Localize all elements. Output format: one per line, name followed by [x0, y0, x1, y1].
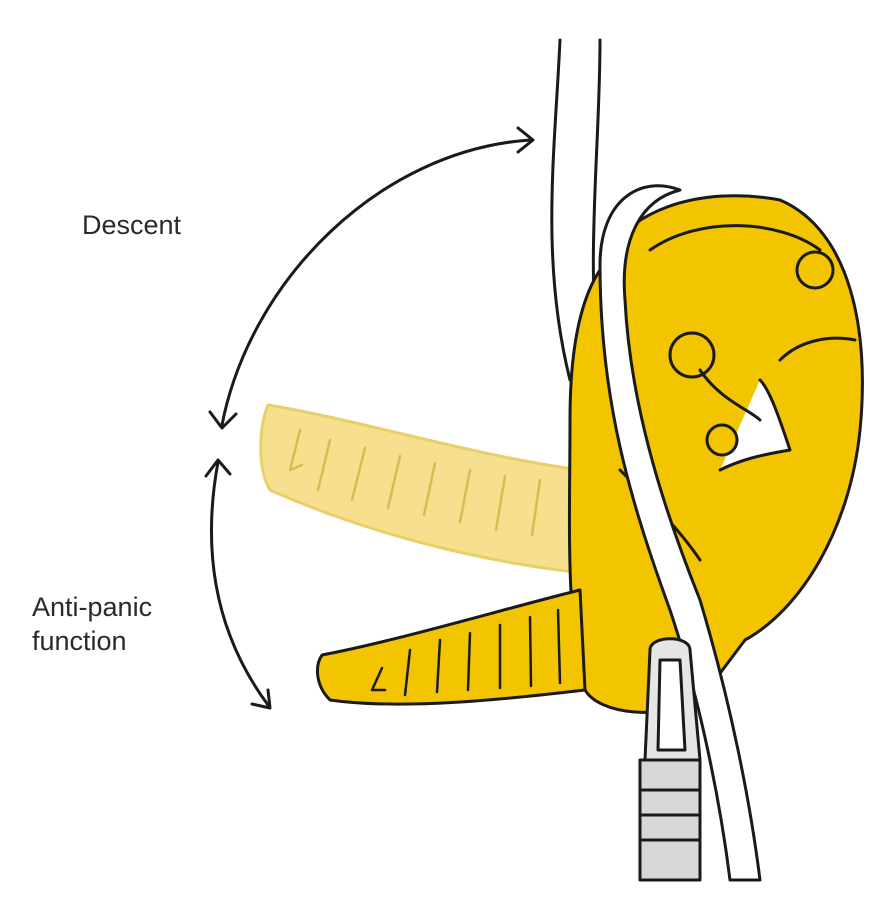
- handle-descent-position: [259, 403, 582, 574]
- anti-panic-label-line2: function: [32, 626, 127, 656]
- descent-label: Descent: [82, 210, 182, 240]
- rope-main: [598, 184, 762, 882]
- anti-panic-arrow: [204, 458, 272, 710]
- handle-anti-panic-position: [316, 588, 587, 706]
- descent-arrow: [208, 126, 535, 430]
- carabiner: [638, 637, 702, 882]
- anti-panic-label-line1: Anti-panic: [32, 592, 153, 622]
